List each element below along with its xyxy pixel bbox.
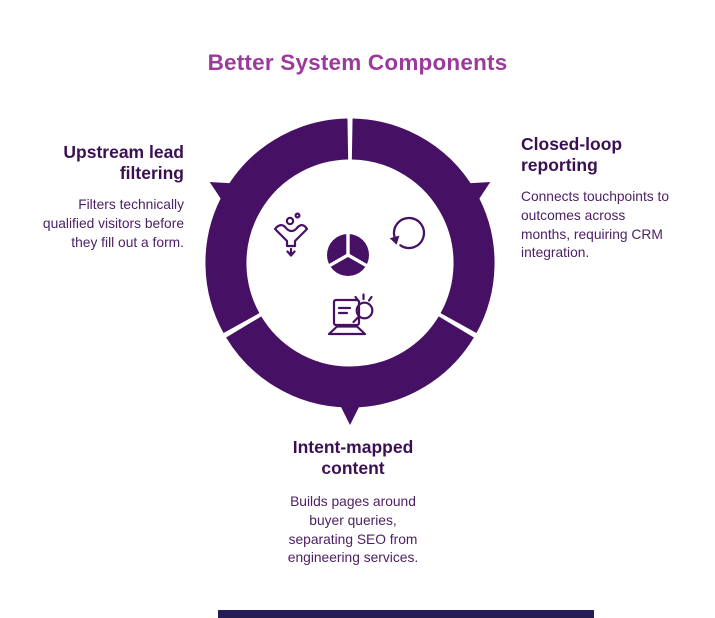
ring-segment-right	[351, 118, 495, 334]
page-title: Better System Components	[207, 50, 508, 75]
item-body: Builds pages around buyer queries, separ…	[287, 494, 419, 566]
ring-segment-left	[205, 118, 349, 334]
pointer-left-icon	[209, 182, 239, 207]
item-body: Connects touchpoints to outcomes across …	[521, 189, 670, 261]
item-intent-mapped-content: Intent-mapped content Builds pages aroun…	[253, 437, 453, 568]
pointer-right-icon	[461, 182, 491, 207]
pointer-bottom-icon	[337, 399, 363, 425]
item-heading: Closed-loop reporting	[521, 134, 623, 175]
funnel-filter-icon	[273, 212, 309, 257]
item-heading: Intent-mapped content	[292, 437, 414, 478]
footer-bar	[218, 610, 594, 618]
pie-chart-icon	[327, 232, 369, 276]
item-upstream-lead-filtering: Upstream lead filtering Filters technica…	[18, 142, 184, 252]
laptop-search-icon	[327, 293, 374, 336]
item-body: Filters technically qualified visitors b…	[42, 197, 184, 250]
item-closed-loop-reporting: Closed-loop reporting Connects touchpoin…	[521, 134, 701, 263]
item-heading: Upstream lead filtering	[63, 142, 184, 183]
loop-arrow-icon	[389, 216, 426, 250]
ring-segment-bottom	[226, 315, 474, 408]
